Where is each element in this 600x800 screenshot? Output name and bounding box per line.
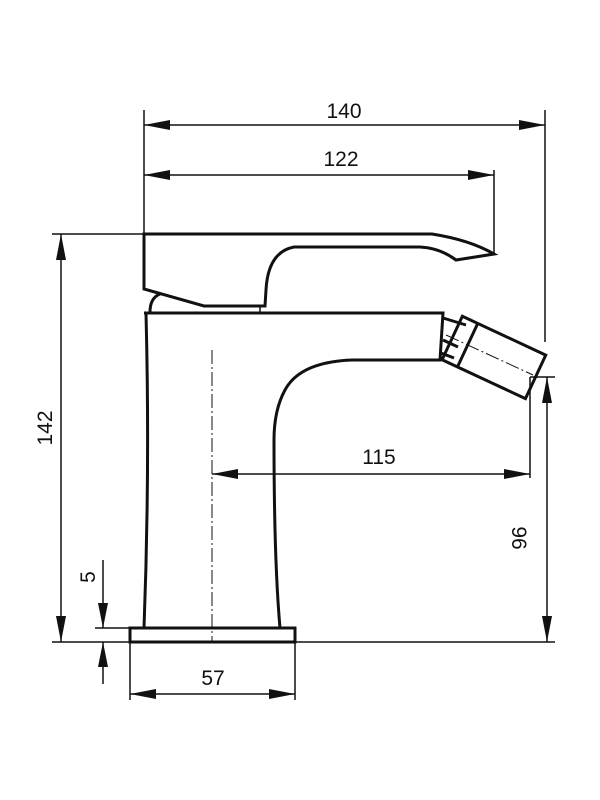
dim-label-140: 140: [326, 100, 361, 123]
dim-base-width: 57: [130, 667, 295, 699]
faucet-outline: [128, 232, 548, 644]
dim-base-thickness: 5: [77, 560, 108, 684]
dim-label-96: 96: [507, 526, 530, 549]
cartridge-dome: [148, 292, 161, 313]
lever-handle: [142, 232, 499, 308]
nozzle-centerline: [445, 334, 534, 376]
dim-label-115: 115: [362, 446, 395, 469]
faucet-body: [142, 311, 445, 630]
dim-label-57: 57: [201, 667, 224, 690]
dim-overall-width: 140: [144, 100, 545, 130]
dim-spout-reach: 115: [212, 446, 530, 479]
dim-overall-height: 142: [34, 234, 66, 642]
dim-lever-reach: 122: [144, 148, 494, 180]
extension-lines: [52, 110, 555, 700]
dim-label-122: 122: [323, 148, 358, 171]
dim-nozzle-height: 96: [507, 377, 552, 642]
dim-label-142: 142: [34, 410, 57, 445]
dim-label-5: 5: [77, 571, 100, 583]
